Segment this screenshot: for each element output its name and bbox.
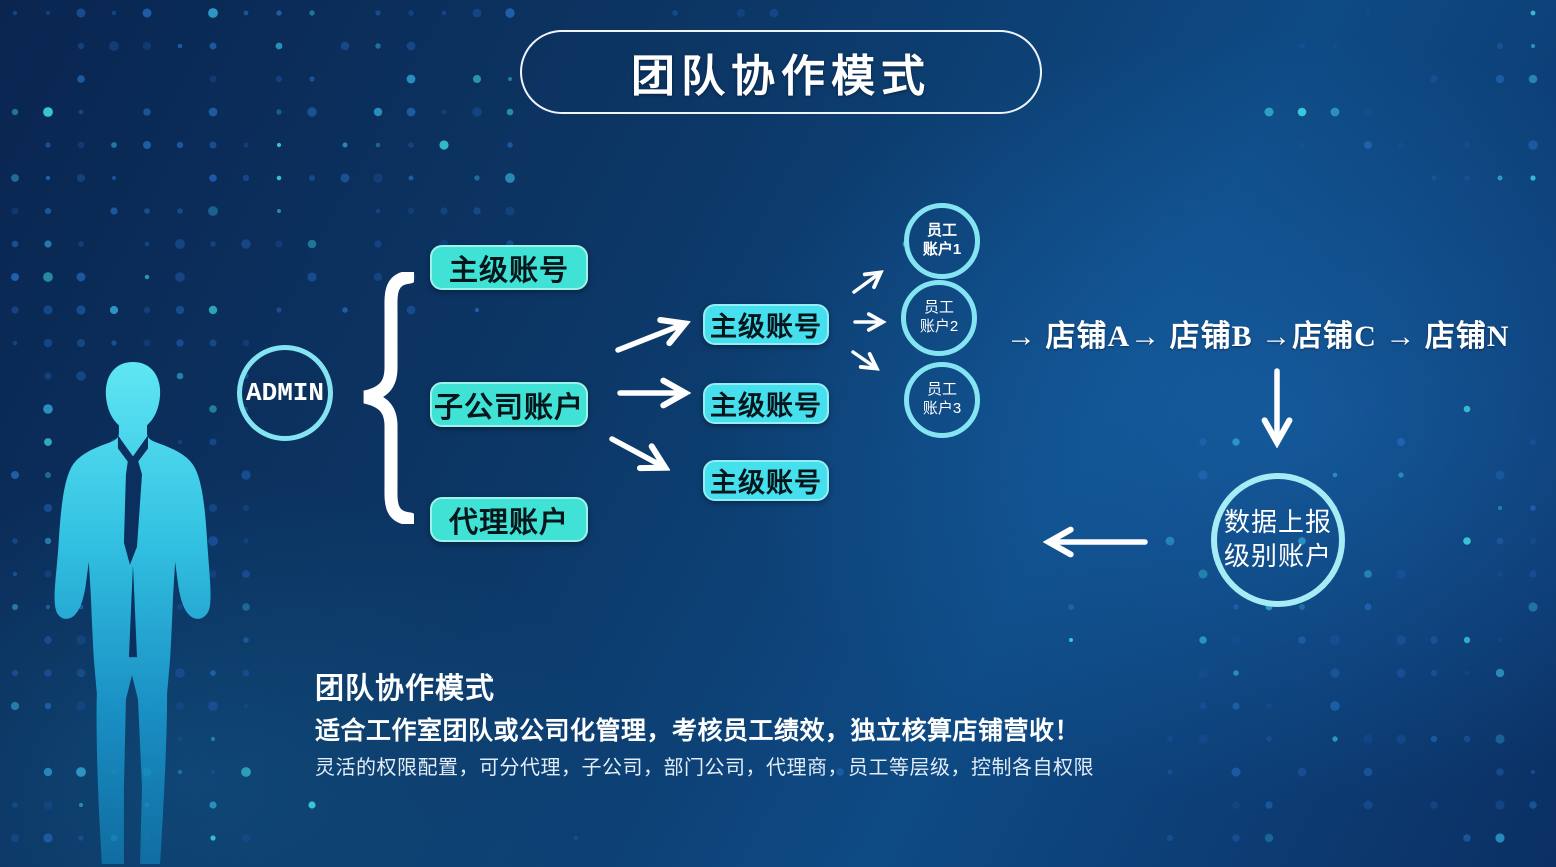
employee-2-line1: 员工 xyxy=(923,299,954,317)
arrow-to-mid-1 xyxy=(615,324,684,353)
admin-node: ADMIN xyxy=(237,345,333,441)
data-report-circle: 数据上报 级别账户 xyxy=(1211,473,1345,607)
employee-account-circle-1: 员工 账户1 xyxy=(904,203,980,279)
employee-3-line2: 账户3 xyxy=(922,400,962,417)
mid-main-account-label-2: 主级账号 xyxy=(710,391,822,421)
subsidiary-account-label: 子公司账户 xyxy=(433,391,584,424)
employee-1-line2: 账户1 xyxy=(922,241,962,258)
admin-label: ADMIN xyxy=(245,378,324,408)
businessman-silhouette xyxy=(54,362,211,864)
agent-account-label: 代理账户 xyxy=(448,506,569,539)
footer-heading: 团队协作模式 xyxy=(315,673,496,705)
mid-main-account-box-1: 主级账号 xyxy=(703,304,829,345)
arrow-to-emp-3 xyxy=(851,350,876,368)
report-line2: 级别账户 xyxy=(1223,541,1332,571)
report-line1: 数据上报 xyxy=(1223,507,1332,538)
shop-chain-text: → 店铺A→ 店铺B →店铺C → 店铺N xyxy=(1006,320,1510,353)
arrow-to-emp-1 xyxy=(852,273,880,294)
employee-1-line1: 员工 xyxy=(926,222,957,240)
employee-account-circle-3: 员工 账户3 xyxy=(904,362,980,438)
title-capsule: 团队协作模式 xyxy=(520,30,1042,114)
page-title: 团队协作模式 xyxy=(631,52,931,101)
mid-main-account-label-1: 主级账号 xyxy=(710,312,822,342)
employee-account-circle-2: 员工 账户2 xyxy=(901,280,977,356)
subsidiary-account-box: 子公司账户 xyxy=(430,382,588,427)
jacket-opening xyxy=(128,564,137,658)
tie xyxy=(123,460,142,565)
main-account-box: 主级账号 xyxy=(430,245,588,290)
footer-description-small: 灵活的权限配置，可分代理，子公司，部门公司，代理商，员工等层级，控制各自权限 xyxy=(315,757,1094,779)
footer-description-bold: 适合工作室团队或公司化管理，考核员工绩效，独立核算店铺营收！ xyxy=(315,717,1081,745)
mid-main-account-box-2: 主级账号 xyxy=(703,383,829,424)
mid-main-account-box-3: 主级账号 xyxy=(703,460,829,501)
main-account-label: 主级账号 xyxy=(448,254,569,287)
arrow-to-mid-3 xyxy=(609,436,664,467)
employee-2-line2: 账户2 xyxy=(919,318,959,335)
mid-main-account-label-3: 主级账号 xyxy=(710,468,822,498)
employee-3-line1: 员工 xyxy=(926,381,957,399)
brace-connector xyxy=(363,272,414,524)
agent-account-box: 代理账户 xyxy=(430,497,588,542)
